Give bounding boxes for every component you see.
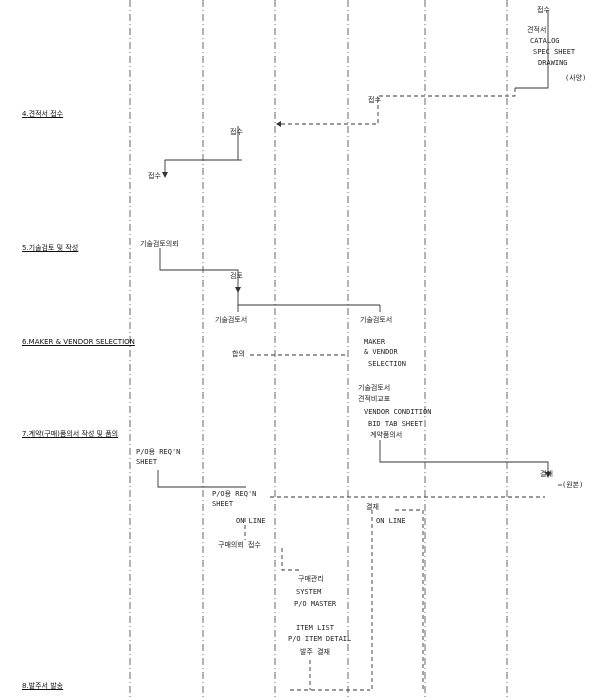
spec-sheet-note: SPEC SHEET: [533, 48, 576, 56]
quote-eval-note: 견적비교표: [358, 395, 391, 403]
contract-request-note: 계약품의서: [370, 431, 403, 439]
maker-selection-line: SELECTION: [368, 360, 406, 368]
system-line: SYSTEM: [296, 588, 322, 596]
receipt-note: 접수: [148, 172, 161, 180]
receipt-note: 접수: [368, 96, 381, 104]
receipt-note: 접수: [537, 6, 550, 14]
tech-review-doc: 기술검토서: [358, 384, 391, 392]
step-label: 6.MAKER & VENDOR SELECTION: [22, 338, 135, 346]
item-detail-note: P/O ITEM DETAIL: [288, 635, 352, 643]
maker-selection-line: & VENDOR: [364, 348, 398, 356]
step-label: 5.기술검토 및 작성: [22, 244, 79, 252]
po-req-mid: SHEET: [212, 500, 234, 508]
online-note: ON LINE: [376, 517, 406, 525]
system-line: P/O MASTER: [294, 600, 337, 608]
tech-review-doc: 기술검토서: [360, 316, 393, 324]
catalog-note: CATALOG: [530, 37, 560, 45]
po-req-mid: P/O용 REQ'N: [212, 490, 257, 498]
purchase-info-note: 구매의뢰 접수: [218, 541, 261, 549]
copy-note: (원본): [562, 481, 584, 489]
tech-review-doc: 기술검토서: [215, 316, 248, 324]
arrow-heads: [162, 121, 551, 478]
item-list-note: ITEM LIST: [296, 624, 334, 632]
receipt-note: 접수: [230, 128, 243, 136]
po-req-left: P/O용 REQ'N: [136, 448, 181, 456]
bid-tab-note: BID TAB SHEET: [368, 420, 423, 428]
quote-doc-note: 견적서: [527, 26, 547, 34]
review-note: 검토: [230, 272, 243, 280]
approve-note: 합의: [232, 350, 245, 358]
online-note: ON LINE: [236, 517, 266, 525]
step-label: 8.발주서 발송: [22, 682, 64, 690]
approval-note: 결재: [366, 503, 379, 511]
flow-lines: [157, 10, 562, 691]
vendor-condition-note: VENDOR CONDITION: [364, 408, 432, 416]
system-line: 구매관리: [298, 575, 324, 583]
etc-note: (사양): [565, 74, 587, 82]
approval-note: 결재: [540, 470, 553, 478]
step-label: 4.견적서 접수: [22, 110, 64, 118]
contract-issue-note: 발주 결재: [300, 648, 330, 656]
step-label: 7.계약(구매)품의서 작성 및 품의: [22, 430, 119, 438]
drawing-note: DRAWING: [538, 59, 568, 67]
maker-selection-line: MAKER: [364, 338, 386, 346]
swimlane-dividers: [129, 0, 508, 698]
tech-review-request: 기술검토의뢰: [140, 240, 179, 248]
po-req-left: SHEET: [136, 458, 158, 466]
